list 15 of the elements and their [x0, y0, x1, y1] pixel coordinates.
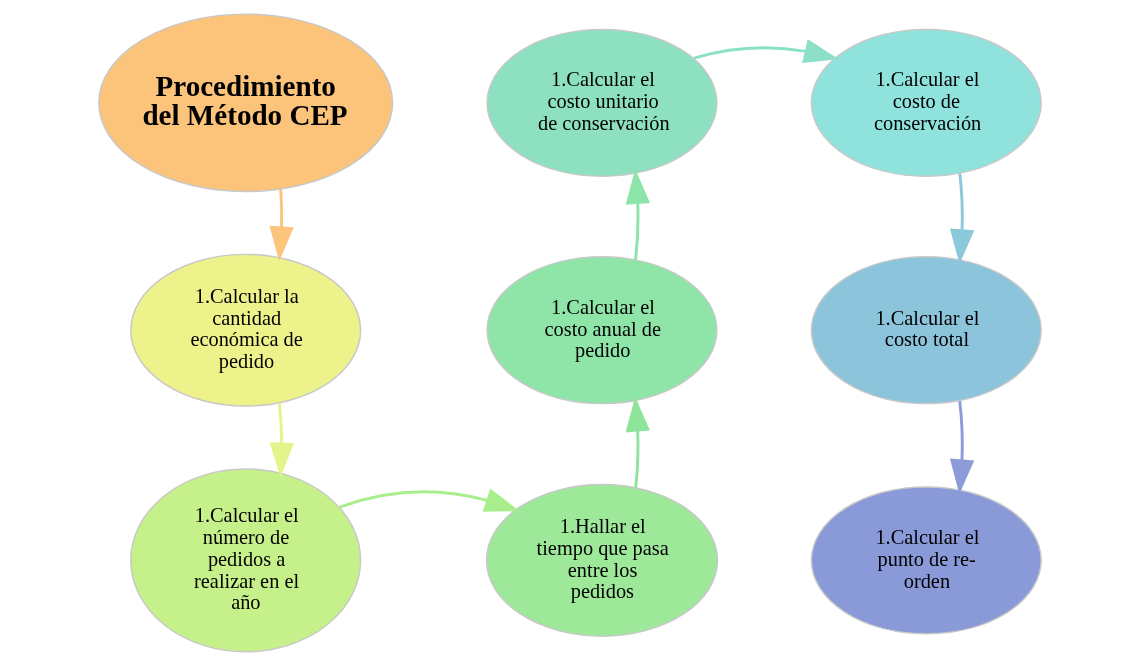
arrow	[338, 488, 520, 512]
arrow	[692, 39, 839, 64]
node-ellipse: 1.Calcular el costo total	[810, 256, 1042, 405]
node-ellipse: 1.Calcular el número de pedidos a realizar en el año	[129, 468, 361, 653]
node-ellipse: 1.Calcular la cantidad económica de pedido	[129, 253, 361, 407]
arrow	[268, 189, 294, 262]
arrow	[269, 403, 294, 478]
node-ellipse: 1.Calcular el costo de conservación	[810, 28, 1042, 177]
node-ellipse: 1.Calcular el punto de re-orden	[810, 486, 1042, 635]
node-ellipse: Procedimiento del Método CEP	[97, 13, 393, 193]
arrow	[625, 396, 650, 488]
node-ellipse: 1.Hallar el tiempo que pasa entre los pedidos	[485, 483, 718, 637]
node-ellipse: 1.Calcular el costo unitario de conservación	[485, 28, 718, 177]
arrow	[625, 169, 650, 260]
node-ellipse: 1.Calcular el costo anual de pedido	[485, 256, 718, 405]
